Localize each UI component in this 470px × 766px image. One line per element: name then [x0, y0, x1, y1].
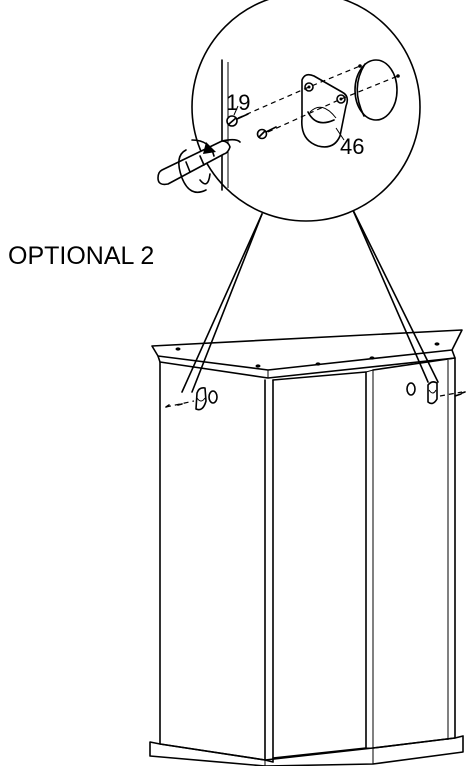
cabinet-left-side — [159, 361, 266, 761]
wall-hole — [354, 59, 398, 121]
corner-cabinet — [149, 329, 464, 766]
screw-part-number: 19 — [226, 90, 250, 115]
cabinet-center-door — [272, 371, 367, 759]
cabinet-left-door — [264, 379, 274, 763]
top-dowel-holes — [175, 342, 440, 368]
bracket-part-46 — [301, 73, 349, 148]
leader-19 — [233, 105, 239, 116]
cabinet-base — [149, 735, 464, 766]
left-wall-bracket — [165, 387, 218, 411]
screw-part-19-upper — [226, 113, 249, 127]
bracket-part-number: 46 — [340, 134, 364, 159]
rotation-arrow-icon — [178, 139, 216, 194]
leader-46 — [335, 127, 345, 141]
detail-view — [157, 59, 400, 194]
screw-guide-lower — [267, 75, 399, 133]
section-title: OPTIONAL 2 — [8, 242, 154, 270]
cabinet-right-side — [372, 357, 456, 749]
screw-part-19-lower — [256, 126, 277, 140]
right-wall-bracket — [406, 381, 466, 405]
cabinet-top-panel — [151, 329, 463, 371]
